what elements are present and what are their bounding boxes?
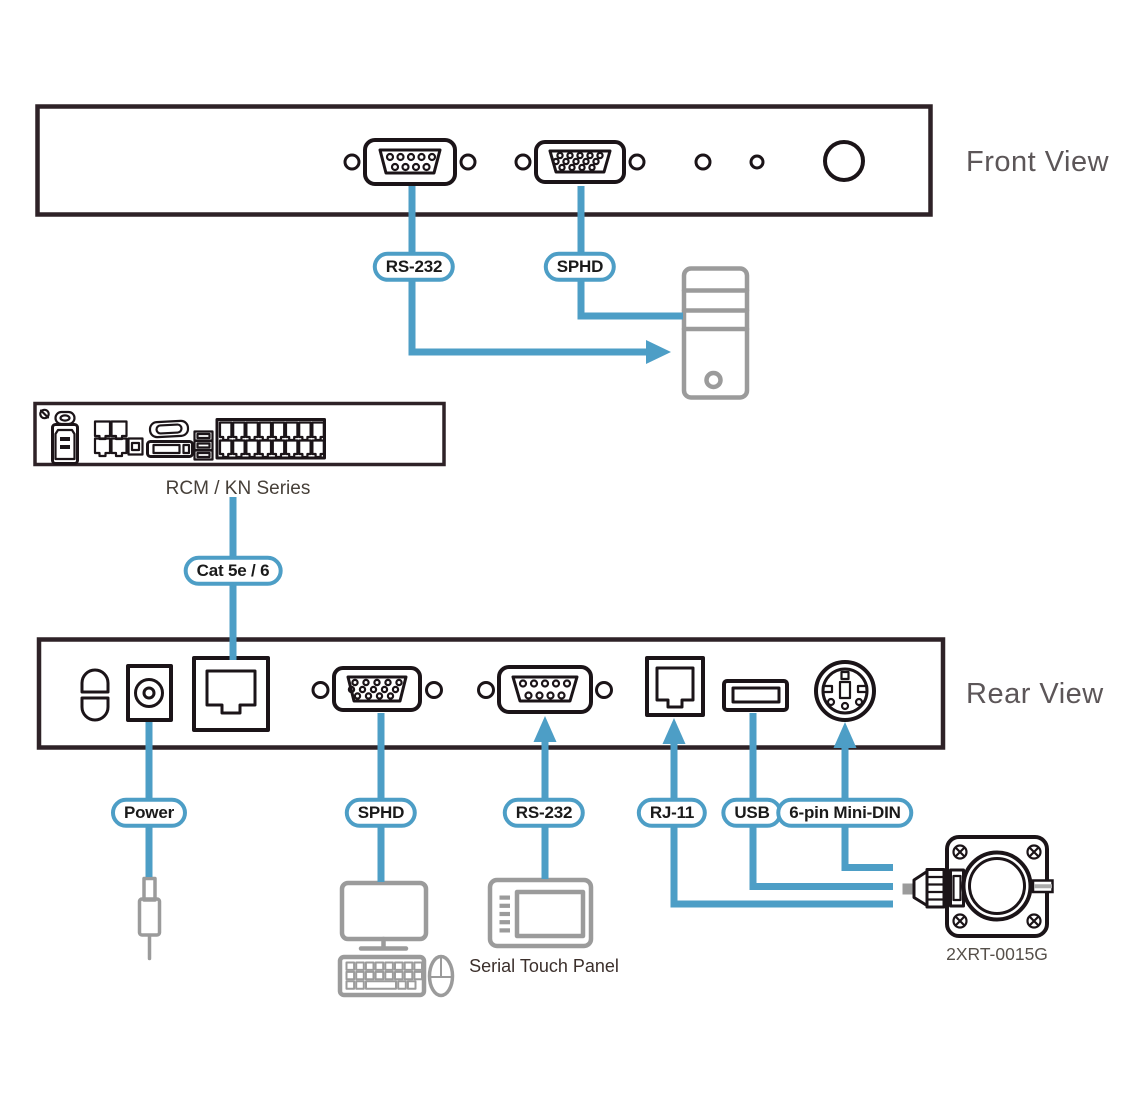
mouse-icon: [427, 954, 455, 998]
rear-rs232-port-icon: [477, 665, 613, 714]
arrow-front-rs232: [646, 340, 671, 364]
tag-front-sphd: SPHD: [543, 251, 617, 283]
cable-usb: [749, 713, 893, 890]
front-power-button-icon: [823, 140, 865, 182]
usb-stack-icon: [193, 430, 214, 461]
power-switch-icon: [54, 410, 76, 426]
rj45-16port-block-icon: [215, 418, 326, 460]
front-sphd-port-icon: [514, 140, 646, 184]
cable-clip-icon: [80, 668, 110, 722]
video-port-icon: [146, 440, 194, 458]
computer-tower-icon: [681, 266, 750, 400]
small-port-icon: [127, 437, 144, 456]
rj45-quad-ports-icon: [93, 420, 128, 458]
front-led-1-icon: [694, 153, 712, 171]
terminator-model-label: 2XRT-0015G: [946, 944, 1048, 964]
rj45-port-icon: [192, 656, 270, 732]
tag-power: Power: [110, 797, 188, 829]
kvm-switch-outline: [33, 401, 446, 467]
rear-panel-outline: [36, 637, 946, 750]
arrow-rear-rs232: [533, 716, 557, 742]
serial-touch-panel-icon: [487, 877, 594, 949]
kvm-switch: [33, 401, 446, 467]
tag-minidin: 6-pin Mini-DIN: [776, 797, 914, 829]
rj11-port-icon: [645, 656, 705, 717]
cables: [145, 186, 893, 908]
rear-sphd-port-icon: [311, 666, 443, 712]
tag-usb: USB: [721, 797, 783, 829]
front-rs232-port-icon: [343, 138, 477, 186]
serial-touch-panel-label: Serial Touch Panel: [469, 956, 619, 976]
keyboard-icon: [337, 954, 427, 998]
tag-rear-sphd: SPHD: [344, 797, 418, 829]
cable-rj11: [670, 742, 893, 908]
power-plug-icon: [137, 876, 162, 961]
kvm-switch-label: RCM / KN Series: [165, 478, 311, 499]
cable-front-sphd: [577, 186, 683, 320]
screw-icons: [952, 844, 1042, 929]
front-led-2-icon: [749, 154, 765, 170]
front-view-label: Front View: [966, 146, 1110, 178]
front-panel-outline: [35, 104, 933, 217]
tag-cat5e6: Cat 5e / 6: [183, 555, 283, 587]
cable-front-rs232: [408, 186, 646, 356]
grounding-screw-icon: [39, 408, 50, 420]
arrow-rj11: [662, 718, 686, 744]
front-panel: [35, 104, 933, 217]
cable-minidin: [841, 746, 893, 871]
minidin-port-icon: [814, 660, 876, 722]
tag-rj11: RJ-11: [636, 797, 708, 829]
tag-rear-rs232: RS-232: [502, 797, 586, 829]
dc-power-jack-icon: [126, 664, 173, 722]
ac-inlet-icon: [51, 423, 79, 465]
rear-view-label: Rear View: [966, 678, 1104, 710]
tag-front-rs232: RS-232: [372, 251, 456, 283]
usb-port-icon: [722, 679, 789, 712]
serial-port-icon: [148, 419, 190, 439]
terminator-device-icon: [902, 835, 1054, 938]
rear-panel: [36, 637, 946, 750]
arrow-minidin: [833, 722, 857, 748]
monitor-icon: [339, 880, 429, 951]
